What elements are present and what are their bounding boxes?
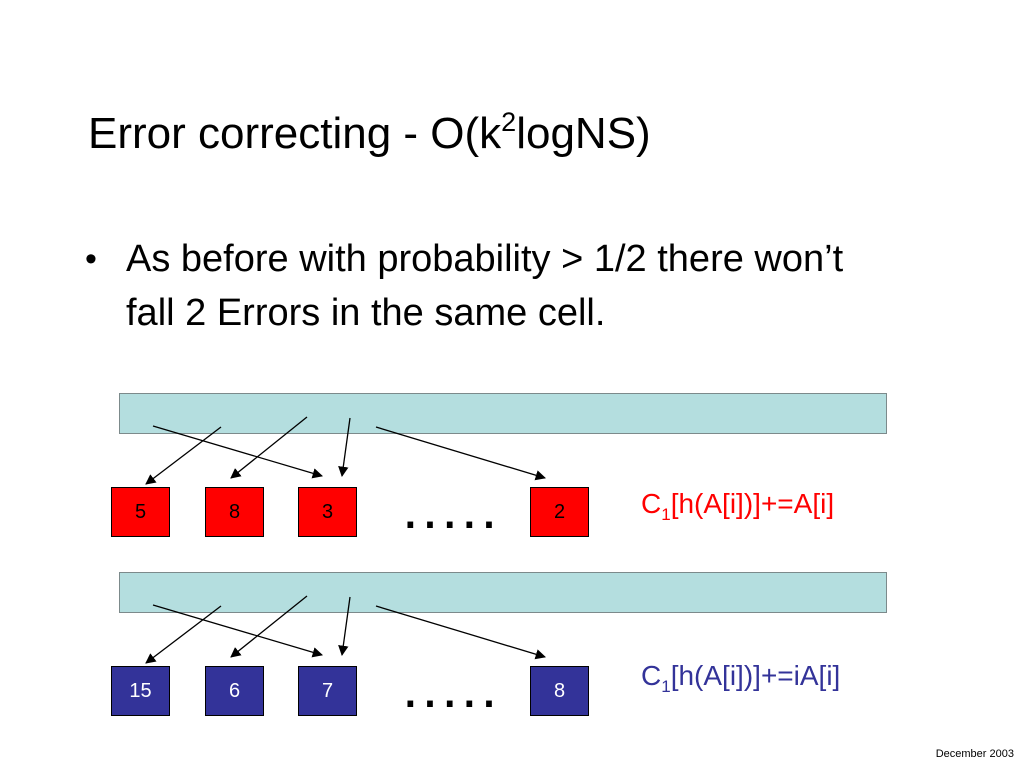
arrow-1-c bbox=[230, 416, 308, 479]
title-prefix: Error correcting - O(k bbox=[88, 109, 502, 158]
hash-table-bar-2 bbox=[119, 572, 887, 613]
arrow-2-e bbox=[375, 605, 546, 660]
formula-2: C1[h(A[i])]+=iA[i] bbox=[641, 660, 841, 696]
formula-1-prefix: C bbox=[641, 488, 662, 519]
footer-date: December 2003 bbox=[935, 748, 1014, 760]
slide-title: Error correcting - O(k2logNS) bbox=[88, 106, 651, 167]
hash-table-bar-1 bbox=[119, 393, 887, 434]
arrow-2-c bbox=[230, 595, 308, 658]
formula-1-suffix: [h(A[i])]+=A[i] bbox=[670, 488, 835, 519]
bullet-marker: • bbox=[85, 240, 97, 278]
arrow-1-d bbox=[338, 417, 351, 478]
cell-blue-1: 15 bbox=[111, 666, 170, 716]
formula-2-prefix: C bbox=[641, 660, 662, 691]
arrow-2-b bbox=[145, 605, 222, 664]
formula-2-subscript: 1 bbox=[661, 677, 671, 696]
formula-1: C1[h(A[i])]+=A[i] bbox=[641, 488, 835, 524]
cell-red-1: 5 bbox=[111, 487, 170, 537]
arrow-1-e bbox=[375, 426, 546, 481]
ellipsis-2: ..... bbox=[402, 653, 501, 720]
title-superscript: 2 bbox=[501, 107, 517, 137]
formula-2-suffix: [h(A[i])]+=iA[i] bbox=[670, 660, 841, 691]
cell-red-2: 8 bbox=[205, 487, 264, 537]
arrow-1-a bbox=[152, 425, 323, 479]
ellipsis-1: ..... bbox=[402, 474, 501, 541]
cell-red-3: 3 bbox=[298, 487, 357, 537]
arrow-2-d bbox=[338, 596, 351, 657]
bullet-text: As before with probability > 1/2 there w… bbox=[126, 238, 844, 334]
cell-red-4: 2 bbox=[530, 487, 589, 537]
cell-blue-2: 6 bbox=[205, 666, 264, 716]
arrow-2-a bbox=[152, 604, 323, 658]
cell-blue-3: 7 bbox=[298, 666, 357, 716]
arrow-1-b bbox=[145, 426, 222, 485]
cell-blue-4: 8 bbox=[530, 666, 589, 716]
title-suffix: logNS) bbox=[516, 109, 651, 158]
formula-1-subscript: 1 bbox=[661, 505, 671, 524]
